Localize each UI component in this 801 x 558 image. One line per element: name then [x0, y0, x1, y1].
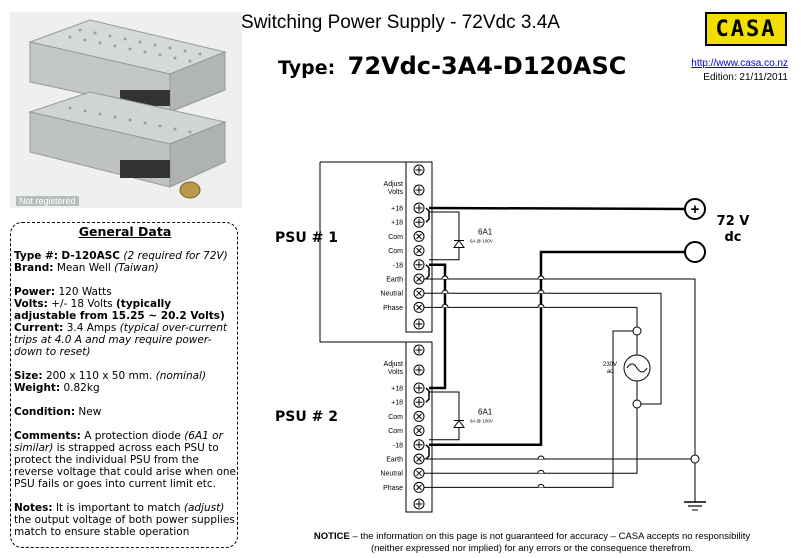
notes-text-a: It is important to match — [55, 502, 181, 514]
wiring — [319, 161, 696, 488]
brand-note: (Taiwan) — [114, 262, 159, 274]
current-label: Current: — [14, 322, 64, 334]
general-data-content: General Data Type #: D-120ASC (2 require… — [14, 224, 236, 550]
comments-block: Comments: A protection diode (6A1 or sim… — [14, 430, 236, 490]
psu2-diode-label: 6A1 — [478, 407, 493, 416]
ac-label-line2: ac — [607, 369, 613, 375]
negative-output-terminal — [684, 241, 706, 263]
type-brand-block: Type #: D-120ASC (2 required for 72V) Br… — [14, 250, 236, 274]
comments-text-c: is strapped across each PSU to protect t… — [14, 442, 236, 490]
notes-block: Notes: It is important to match (adjust)… — [14, 502, 236, 538]
condition-value: New — [78, 406, 102, 418]
output-voltage: 72 V — [717, 214, 750, 229]
psu1-terminal-label: Earth — [386, 277, 403, 284]
size-note: (nominal) — [155, 370, 207, 382]
psu-photo-drawing — [28, 19, 227, 199]
power-value: 120 Watts — [58, 286, 112, 298]
website-link[interactable]: http://www.casa.co.nz — [691, 58, 788, 69]
psu2-terminal-label: -18 — [393, 442, 403, 449]
brand-label: Brand: — [14, 262, 54, 274]
psu1-terminal-label: -18 — [393, 262, 403, 269]
weight-value: 0.82kg — [63, 382, 100, 394]
psu1-diode-icon — [453, 239, 465, 248]
comments-text-b: (6A1 or similar) — [14, 430, 223, 454]
size-value: 200 x 110 x 50 mm. — [45, 370, 153, 382]
volts-note: (typically adjustable from 15.25 ~ 20.2 … — [14, 298, 225, 322]
type-value: D-120ASC — [61, 250, 120, 262]
psu2-diode-icon — [453, 419, 465, 428]
psu2-terminal-label: +18 — [391, 400, 403, 407]
positive-output-terminal — [684, 198, 706, 220]
psu2-volts-label: Volts — [388, 369, 404, 376]
general-data-title: General Data — [78, 224, 172, 239]
notice-label: NOTICE — [313, 531, 350, 542]
page-title: Switching Power Supply - 72Vdc 3.4A — [241, 12, 560, 33]
plus-icon: + — [691, 201, 700, 218]
current-note: (typical over-current trips at 4.0 A and… — [14, 322, 228, 358]
ac-node-bottom — [632, 399, 642, 409]
type-note: (2 required for 72V) — [123, 250, 228, 262]
edition-date: Edition: 21/11/2011 — [703, 72, 788, 83]
notice: NOTICE – the information on this page is… — [262, 531, 801, 555]
psu1-adjust-label: Adjust — [384, 181, 404, 188]
type-label: Type: — [278, 57, 336, 79]
psu2-terminal-label: Neutral — [380, 471, 403, 478]
psu1-terminal-label: +18 — [391, 206, 403, 213]
logo-text: CASA — [715, 16, 777, 42]
psu1-label: PSU # 1 — [275, 230, 338, 246]
notice-line1: – the information on this page is not gu… — [352, 531, 751, 542]
condition-block: Condition: New — [14, 406, 236, 418]
notes-label: Notes: — [14, 502, 53, 514]
weight-label: Weight: — [14, 382, 61, 394]
condition-label: Condition: — [14, 406, 76, 418]
psu1-volts-label: Volts — [388, 189, 404, 196]
current-value: 3.4 Amps — [66, 322, 117, 334]
psu1-terminal-label: Com — [388, 248, 403, 255]
comments-label: Comments: — [14, 430, 81, 442]
volts-value: +/- 18 Volts — [51, 298, 113, 310]
psu2-terminal-label: Com — [388, 414, 403, 421]
psu2-diode-rating: 6A @ 100V — [470, 418, 493, 423]
electrical-block: Power: 120 Watts Volts: +/- 18 Volts (ty… — [14, 286, 236, 358]
psu1-terminal-label: Neutral — [380, 291, 403, 298]
output-type: dc — [724, 230, 741, 245]
brand-value: Mean Well — [56, 262, 111, 274]
casa-logo: CASA — [705, 12, 787, 46]
type-label: Type #: — [14, 250, 59, 262]
earth-node — [690, 454, 700, 464]
volts-label: Volts: — [14, 298, 48, 310]
ac-label-line1: 230V — [603, 362, 617, 368]
psu2-label: PSU # 2 — [275, 409, 338, 425]
psu1-terminal-label: Phase — [383, 305, 403, 312]
psu2-terminal-label: Com — [388, 428, 403, 435]
psu2-terminal-block: AdjustVolts+18+18ComCom-18EarthNeutralPh… — [380, 341, 493, 513]
ac-node-top — [632, 326, 642, 336]
type-line: Type: 72Vdc-3A4-D120ASC — [278, 52, 626, 80]
psu2-terminal-label: +18 — [391, 386, 403, 393]
physical-block: Size: 200 x 110 x 50 mm. (nominal) Weigh… — [14, 370, 236, 394]
notes-text-c: the output voltage of both power supplie… — [14, 514, 235, 538]
psu1-terminal-label: Com — [388, 234, 403, 241]
size-label: Size: — [14, 370, 43, 382]
notes-text-b: (adjust) — [183, 502, 225, 514]
psu2-terminal-label: Earth — [386, 457, 403, 464]
psu1-terminal-label: +18 — [391, 220, 403, 227]
product-photo — [10, 12, 242, 208]
type-value: 72Vdc-3A4-D120ASC — [347, 52, 627, 80]
psu1-diode-label: 6A1 — [478, 227, 493, 236]
psu1-terminal-block: AdjustVolts+18+18ComCom-18EarthNeutralPh… — [380, 161, 493, 333]
psu1-diode-rating: 6A @ 100V — [470, 238, 493, 243]
psu2-terminal-label: Phase — [383, 485, 403, 492]
comments-text-a: A protection diode — [84, 430, 181, 442]
psu2-adjust-label: Adjust — [384, 361, 404, 368]
photo-caption: Not registered — [16, 196, 79, 206]
general-data-box — [10, 222, 238, 548]
power-label: Power: — [14, 286, 56, 298]
notice-line2: (neither expressed nor implied) for any … — [370, 543, 694, 554]
